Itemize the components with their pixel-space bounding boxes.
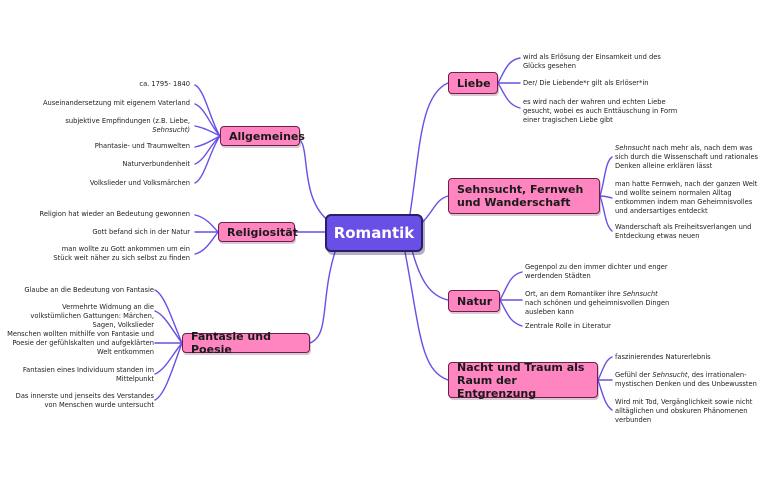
topic-label: Allgemeines: [229, 129, 305, 143]
topic-label: Sehnsucht, Fernweh und Wanderschaft: [457, 183, 584, 209]
connector-nac-3: [597, 379, 613, 411]
connector-allg-1: [194, 84, 221, 137]
leaf-text: Wanderschaft als Freiheitsverlangen und …: [615, 223, 752, 240]
connector-fan-1: [154, 289, 183, 344]
leaf-text: ca. 1795- 1840: [139, 80, 190, 88]
central-topic[interactable]: Romantik: [325, 214, 423, 252]
connector-fan-5: [154, 342, 183, 401]
leaf-text: Menschen wollten mithilfe von Fantasie u…: [7, 330, 154, 356]
leaf-text: Das innerste und jenseits des Verstandes…: [15, 392, 154, 409]
topic-allgemeines[interactable]: Allgemeines: [220, 126, 305, 146]
connector-allgemeines: [299, 139, 331, 223]
connector-fan-2: [154, 310, 183, 344]
leaf-text: Gegenpol zu den immer dichter und enger …: [525, 263, 668, 280]
leaf-text: Zentrale Rolle in Literatur: [525, 322, 611, 330]
leaf-text: wird als Erlösung der Einsamkeit und des…: [523, 53, 661, 70]
connector-nacht: [404, 251, 449, 381]
topic-label: Religiosität: [227, 225, 298, 239]
leaf-text: Phantasie- und Traumwelten: [94, 142, 190, 150]
leaf-text: subjektive Empfindungen (z.B. Liebe,Sehn…: [65, 117, 190, 134]
connector-rel-3: [194, 231, 219, 255]
connector-lie-3: [497, 82, 521, 109]
topic-label: Liebe: [457, 76, 491, 90]
connector-allg-5: [194, 135, 221, 165]
connector-nat-1: [499, 271, 523, 301]
connector-nac-1: [597, 356, 613, 381]
connector-nat-3: [499, 299, 523, 327]
topic-sehnsucht[interactable]: Sehnsucht, Fernweh und Wanderschaft: [448, 178, 600, 214]
leaf-text: Ort, an dem Romantiker ihre Sehnsucht na…: [525, 290, 670, 316]
topic-nacht[interactable]: Nacht und Traum als Raum der Entgrenzung: [448, 360, 598, 400]
connector-seh-3: [599, 195, 613, 232]
leaf-text: Auseinandersetzung mit eigenem Vaterland: [42, 99, 190, 107]
leaf-text: Fantasien eines Individuum standen im Mi…: [22, 366, 154, 383]
topic-natur[interactable]: Natur: [448, 290, 500, 312]
leaf-text: faszinierendes Naturerlebnis: [615, 353, 711, 361]
connector-sehnsucht: [419, 195, 449, 226]
leaf-text: Wird mit Tod, Vergänglichkeit sowie nich…: [615, 398, 753, 424]
leaf-text: Gefühl der Sehnsucht, des irrationalen-m…: [615, 371, 757, 388]
central-topic-label: Romantik: [333, 224, 415, 242]
connector-allg-2: [194, 103, 221, 137]
connector-seh-1: [599, 156, 613, 197]
topic-label: Nacht und Traum als Raum der Entgrenzung: [457, 360, 585, 400]
leaf-text: Religion hat wieder an Bedeutung gewonne…: [39, 210, 190, 218]
connector-liebe: [409, 82, 449, 215]
leaf-text: Vermehrte Widmung an die volkstümlichen …: [30, 303, 154, 329]
connector-rel-1: [194, 214, 219, 233]
connector-fantasie: [309, 251, 336, 344]
leaf-text: Gott befand sich in der Natur: [92, 228, 190, 236]
connector-lie-1: [497, 57, 521, 84]
topic-religiositaet[interactable]: Religiosität: [218, 222, 298, 242]
leaf-text: Glaube an die Bedeutung von Fantasie: [24, 286, 154, 294]
leaf-text: man wollte zu Gott ankommen um ein Stück…: [53, 245, 190, 262]
connector-fan-4: [154, 342, 183, 375]
leaf-text: Naturverbundenheit: [122, 160, 190, 168]
topic-liebe[interactable]: Liebe: [448, 72, 498, 94]
topic-fantasie[interactable]: Fantasie und Poesie: [182, 330, 310, 356]
leaf-text: Volkslieder und Volksmärchen: [89, 179, 190, 187]
topic-label: Fantasie und Poesie: [191, 330, 271, 356]
connector-natur: [411, 249, 449, 301]
leaf-text: es wird nach der wahren und echten Liebe…: [523, 98, 678, 124]
leaf-text: man hatte Fernweh, nach der ganzen Welt …: [615, 180, 758, 215]
leaf-text: Der/ Die Liebende*r gilt als Erlöser*in: [523, 79, 649, 87]
topic-label: Natur: [457, 294, 493, 308]
connector-allg-3: [194, 125, 221, 137]
connector-seh-2: [599, 195, 613, 199]
leaf-text: Sehnsucht nach mehr als, nach dem was si…: [615, 144, 759, 170]
connector-allg-6: [194, 135, 221, 184]
